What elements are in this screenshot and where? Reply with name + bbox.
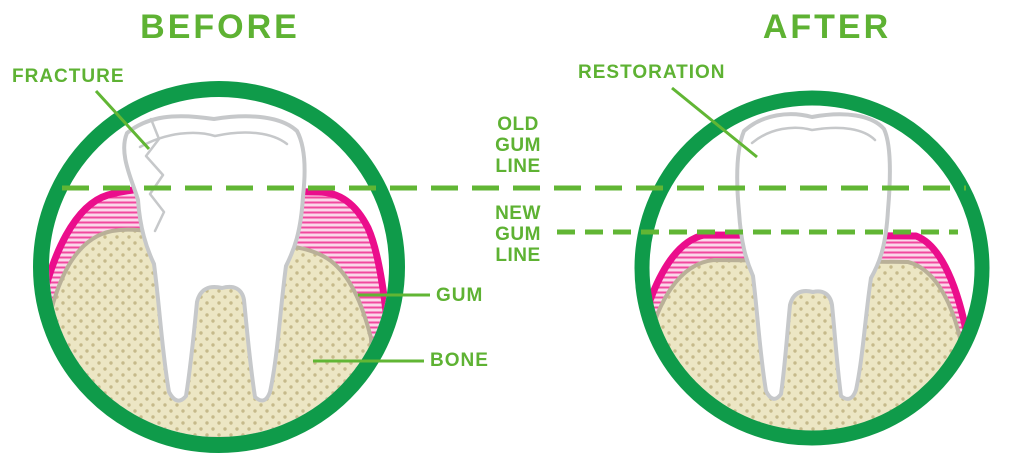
fracture-pointer-line [94,89,151,151]
after-circle-frame [634,90,990,446]
new-gum-line-label: NEW GUM LINE [495,203,541,266]
restoration-pointer-line [671,86,758,159]
old-gum-line-label: OLD GUM LINE [495,114,541,177]
tooth-after [735,112,892,401]
restoration-crown-line [750,126,877,145]
before-circle-frame [33,81,405,453]
restoration-label: RESTORATION [578,62,726,83]
after-title: AFTER [762,8,892,46]
fracture-label: FRACTURE [12,66,125,87]
fracture-crack [144,117,166,233]
bone-label: BONE [430,350,489,371]
occlusal-line-before [138,131,289,149]
before-title: BEFORE [140,8,300,46]
gum-label: GUM [436,285,484,306]
